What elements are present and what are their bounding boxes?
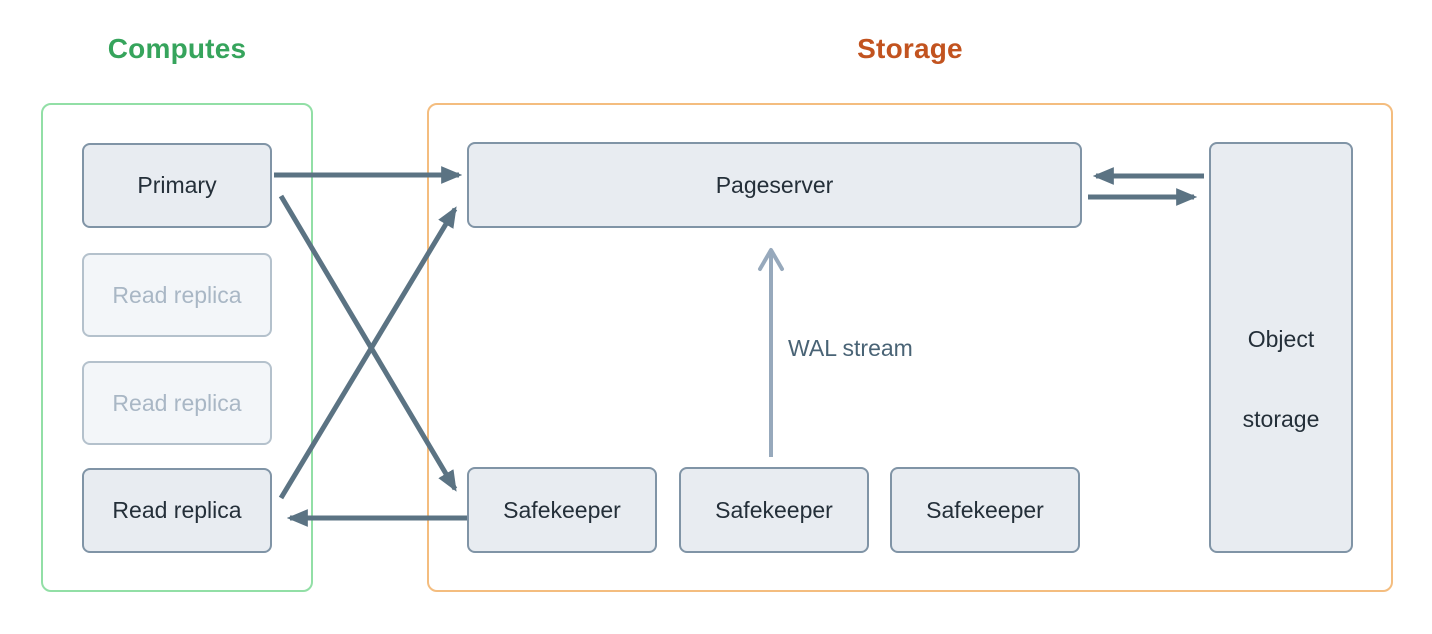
node-safekeeper-3-label: Safekeeper [926,496,1044,523]
node-safekeeper-1: Safekeeper [467,467,657,553]
node-object-storage-label: Object storage [1211,299,1351,459]
wal-stream-label: WAL stream [788,335,913,361]
node-object-storage: Object storage [1209,142,1353,553]
node-safekeeper-2-label: Safekeeper [715,496,833,523]
computes-group-title: Computes [107,33,247,64]
node-read-replica-1-label: Read replica [112,281,242,308]
node-safekeeper-3: Safekeeper [890,467,1080,553]
node-safekeeper-2: Safekeeper [679,467,869,553]
node-pageserver: Pageserver [467,142,1082,228]
node-read-replica-2-label: Read replica [112,389,242,416]
node-object-storage-label-line1: Object [1247,326,1315,352]
node-read-replica-3: Read replica [82,468,272,553]
node-primary-label: Primary [137,172,217,198]
storage-group-title: Storage [857,33,963,64]
node-primary: Primary [82,143,272,228]
node-object-storage-label-line2: storage [1242,406,1320,432]
node-pageserver-label: Pageserver [715,171,834,198]
node-read-replica-3-label: Read replica [112,497,242,523]
node-read-replica-1: Read replica [82,253,272,337]
node-safekeeper-1-label: Safekeeper [503,496,621,523]
node-read-replica-2: Read replica [82,361,272,445]
